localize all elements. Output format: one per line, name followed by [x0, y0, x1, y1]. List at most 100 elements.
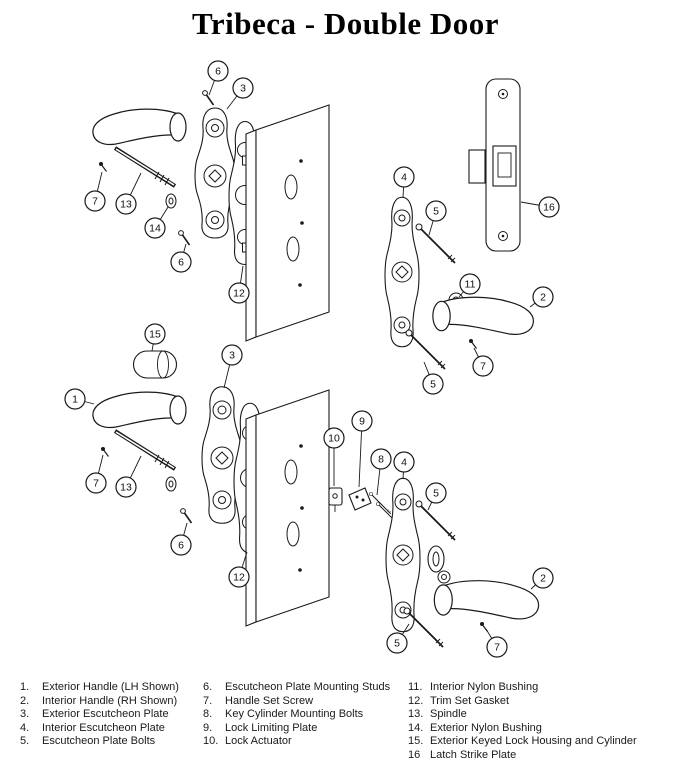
part-number: 7. — [203, 694, 213, 707]
svg-text:13: 13 — [120, 199, 132, 211]
callout-13: 13 — [115, 455, 142, 498]
lock-limiting-plate-drawing — [348, 487, 372, 511]
callout-5: 5 — [425, 200, 447, 236]
callout-2: 2 — [529, 286, 554, 308]
callout-12: 12 — [228, 551, 250, 588]
svg-text:3: 3 — [229, 350, 235, 362]
svg-text:7: 7 — [494, 642, 500, 654]
parts-list-item: 14.Exterior Nylon Bushing — [408, 722, 637, 736]
part-number: 9. — [203, 721, 213, 734]
door-cross-section-drawing — [245, 104, 330, 342]
svg-text:5: 5 — [433, 488, 439, 500]
part-number: 1. — [20, 681, 30, 693]
svg-text:1: 1 — [72, 394, 78, 406]
parts-list-item: 10. Lock Actuator — [203, 735, 390, 749]
callout-4: 4 — [393, 451, 415, 480]
exterior-handle-drawing — [92, 108, 187, 146]
parts-list-item: 9. Lock Limiting Plate — [203, 722, 390, 736]
interior-escutcheon-plate-drawing — [385, 477, 421, 633]
handle-set-screw-drawing — [468, 338, 478, 350]
callout-3: 3 — [226, 77, 254, 110]
parts-list-item: 13. Spindle — [408, 708, 637, 722]
callout-6: 6 — [170, 522, 192, 556]
exterior-escutcheon-plate-drawing — [201, 386, 243, 524]
callout-7: 7 — [485, 628, 508, 658]
parts-list-item: 11. Interior Nylon Bushing — [408, 681, 637, 695]
svg-text:3: 3 — [240, 83, 246, 95]
parts-list-column-2: 6.Escutcheon Plate Mounting Studs 7. Hand… — [203, 681, 390, 749]
callout-7: 7 — [84, 171, 106, 212]
part-number: 2. — [20, 694, 30, 707]
parts-list-item: 6.Escutcheon Plate Mounting Studs — [203, 681, 390, 695]
escutcheon-plate-bolt-drawing — [415, 500, 456, 541]
cylinder-thumbturn-drawing — [427, 545, 445, 573]
part-number: 10. — [203, 735, 219, 748]
svg-text:13: 13 — [120, 482, 132, 494]
part-label: Latch Strike Plate — [430, 748, 517, 761]
svg-text:4: 4 — [401, 457, 407, 469]
callout-9: 9 — [351, 410, 373, 488]
part-number: 5. — [20, 735, 30, 748]
callout-6: 6 — [170, 243, 192, 273]
svg-text:8: 8 — [378, 454, 384, 466]
callout-1: 1 — [64, 388, 95, 410]
mounting-stud-drawing — [177, 229, 191, 246]
svg-text:14: 14 — [149, 223, 161, 235]
spindle-drawing — [113, 146, 177, 188]
callout-12: 12 — [228, 265, 250, 304]
svg-text:5: 5 — [394, 638, 400, 650]
keyed-lock-housing-drawing — [132, 350, 178, 379]
svg-text:10: 10 — [328, 433, 340, 445]
parts-list-item: 7. Handle Set Screw — [203, 695, 390, 709]
part-label: Interior Escutcheon Plate — [42, 721, 165, 734]
svg-text:9: 9 — [359, 416, 365, 428]
part-number: 13. — [408, 708, 424, 721]
svg-text:15: 15 — [149, 329, 161, 341]
interior-handle-drawing — [432, 296, 535, 336]
exterior-nylon-bushing-drawing — [165, 476, 177, 492]
callout-11: 11 — [458, 273, 481, 298]
handle-set-screw-drawing — [100, 446, 110, 458]
part-label: Interior Nylon Bushing — [430, 681, 539, 693]
part-label: Lock Actuator — [225, 735, 292, 748]
svg-text:7: 7 — [92, 196, 98, 208]
part-label: Trim Set Gasket — [430, 694, 510, 707]
svg-text:6: 6 — [215, 66, 221, 78]
latch-strike-plate-drawing — [468, 78, 521, 252]
parts-list-item: 12. Trim Set Gasket — [408, 695, 637, 709]
callout-16: 16 — [520, 196, 560, 218]
svg-text:6: 6 — [178, 540, 184, 552]
svg-text:7: 7 — [93, 478, 99, 490]
part-number: 4. — [20, 721, 30, 734]
part-number: 16 — [408, 748, 421, 761]
lock-actuator-drawing — [328, 487, 343, 512]
exterior-handle-drawing — [92, 391, 187, 429]
door-cross-section-drawing — [245, 389, 330, 627]
part-label: Exterior Escutcheon Plate — [42, 708, 169, 721]
part-number: 12. — [408, 694, 424, 707]
part-number: 11. — [408, 681, 423, 693]
svg-text:16: 16 — [543, 202, 555, 214]
callout-5: 5 — [386, 623, 410, 654]
callout-4: 4 — [393, 166, 415, 199]
part-label: Lock Limiting Plate — [225, 721, 318, 734]
svg-text:5: 5 — [430, 379, 436, 391]
callout-13: 13 — [115, 172, 142, 215]
part-label: Handle Set Screw — [225, 694, 314, 707]
parts-list-column-1: 1.Exterior Handle (LH Shown) 2.Interior … — [20, 681, 179, 749]
parts-list-item: 16 Latch Strike Plate — [408, 749, 637, 763]
callout-7: 7 — [472, 347, 494, 377]
part-number: 8. — [203, 708, 213, 721]
callout-15: 15 — [144, 323, 166, 352]
mounting-stud-drawing — [179, 507, 193, 524]
callout-5: 5 — [422, 361, 444, 395]
callout-5: 5 — [425, 482, 447, 511]
handle-set-screw-drawing — [98, 161, 108, 173]
part-label: Spindle — [430, 708, 467, 721]
lower-exploded-view: 15 3 1 7 13 — [64, 323, 554, 658]
callout-10: 10 — [323, 427, 345, 486]
svg-text:5: 5 — [433, 206, 439, 218]
part-label: Interior Handle (RH Shown) — [42, 694, 178, 707]
svg-text:7: 7 — [480, 361, 486, 373]
